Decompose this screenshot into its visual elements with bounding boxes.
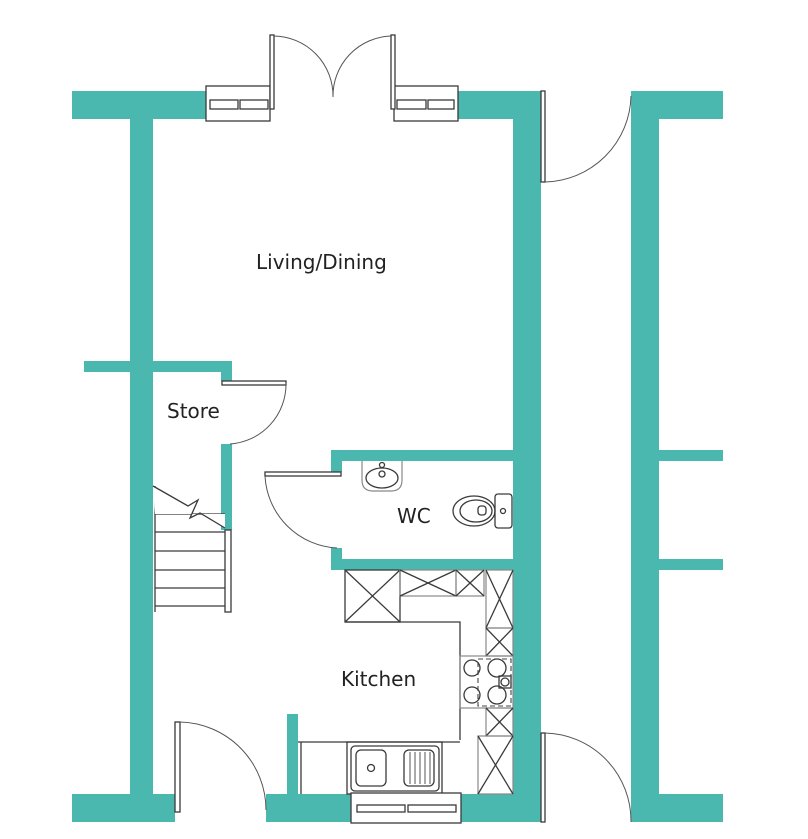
french-door-right-swing — [332, 35, 392, 98]
store-door-swing — [229, 382, 287, 445]
french-door-left-leaf[interactable] — [269, 34, 275, 110]
store-door-leaf[interactable] — [221, 380, 287, 386]
front-door-swing — [179, 721, 267, 811]
wall-neighbour-mid-2 — [659, 559, 723, 570]
wall-store-top — [84, 361, 232, 372]
wall-neighbour — [631, 91, 659, 821]
window-left-pane-1 — [209, 99, 239, 110]
side-door-bottom-swing — [544, 732, 632, 823]
wall-wc-left-top — [331, 450, 342, 472]
front-door[interactable] — [174, 721, 267, 813]
side-door-top[interactable] — [540, 90, 632, 183]
window-left-pane-2 — [239, 99, 269, 110]
bottom-window — [350, 792, 462, 824]
wall-bottom-middle — [266, 794, 352, 822]
wc-door-leaf[interactable] — [264, 471, 342, 477]
wall-neighbour-mid-1 — [659, 450, 723, 461]
window-right-pane-1 — [396, 99, 427, 110]
side-door-top-leaf[interactable] — [540, 90, 546, 183]
room-label-store: Store — [167, 399, 220, 423]
wall-store-right-top — [221, 361, 232, 381]
wc-door-swing — [264, 475, 338, 549]
wc-basin — [361, 461, 403, 492]
wall-kitchen-stub — [287, 714, 298, 800]
wall-bottom-right — [460, 794, 541, 822]
front-door-leaf[interactable] — [174, 721, 181, 813]
window-right-pane-2 — [427, 99, 455, 110]
side-door-bottom[interactable] — [540, 732, 632, 823]
wall-wc-top — [331, 450, 521, 461]
bottom-window-frame — [350, 792, 462, 824]
walls — [72, 91, 723, 822]
store-door[interactable] — [221, 380, 287, 445]
wall-neighbour-bottom — [631, 794, 723, 822]
french-doors[interactable] — [269, 34, 396, 110]
french-door-right-leaf[interactable] — [390, 34, 396, 110]
wc-toilet — [452, 493, 513, 529]
top-windows — [205, 85, 459, 122]
kitchen-units — [298, 569, 514, 795]
window-left-frame — [205, 85, 271, 122]
side-door-top-swing — [544, 95, 632, 183]
room-label-kitchen: Kitchen — [341, 667, 416, 691]
wall-store-right — [221, 444, 232, 530]
wall-left — [130, 91, 153, 821]
wc-door[interactable] — [264, 471, 342, 549]
staircase — [152, 485, 232, 613]
side-door-bottom-leaf[interactable] — [540, 732, 546, 823]
room-label-wc: WC — [397, 504, 431, 528]
room-label-living-dining: Living/Dining — [256, 250, 387, 274]
wall-wc-bottom — [331, 559, 521, 570]
french-door-left-swing — [273, 35, 334, 98]
wall-bottom-left — [72, 794, 175, 822]
